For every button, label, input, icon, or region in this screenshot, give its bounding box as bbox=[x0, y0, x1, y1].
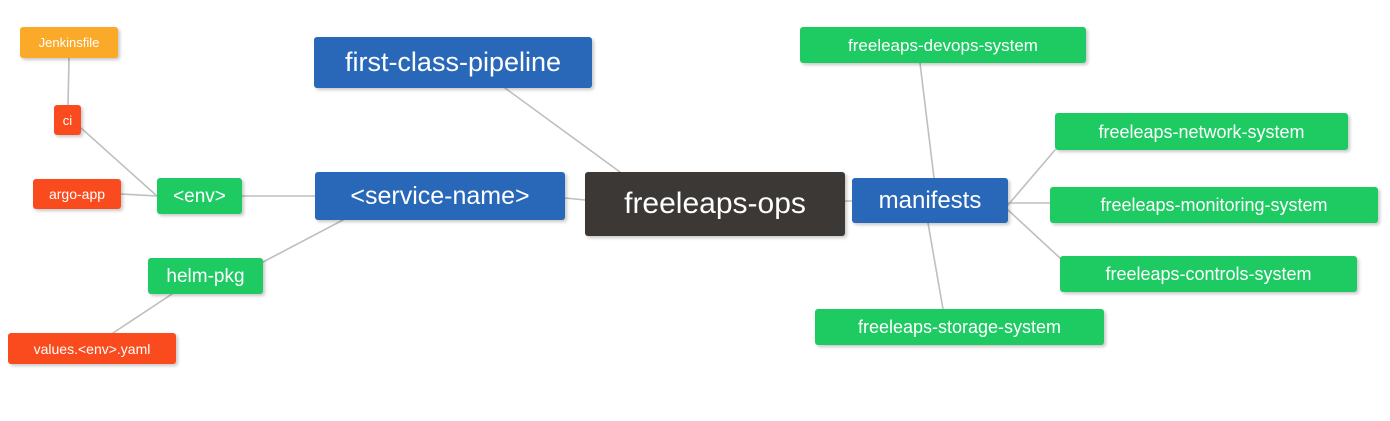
edge-jenkinsfile-to-ci bbox=[67, 57, 70, 106]
edge-storage-system-to-manifests bbox=[927, 222, 944, 310]
mindmap-node-service-name[interactable]: <service-name> bbox=[315, 172, 565, 220]
mindmap-node-manifests[interactable]: manifests bbox=[852, 178, 1008, 223]
edge-network-system-to-manifests bbox=[1007, 149, 1056, 206]
mindmap-node-controls-system[interactable]: freeleaps-controls-system bbox=[1060, 256, 1357, 292]
mindmap-node-env[interactable]: <env> bbox=[157, 178, 242, 214]
mindmap-node-first-class-pipeline[interactable]: first-class-pipeline bbox=[314, 37, 592, 88]
mindmap-node-values-yaml[interactable]: values.<env>.yaml bbox=[8, 333, 176, 364]
edge-devops-system-to-manifests bbox=[919, 62, 935, 179]
mindmap-node-ci[interactable]: ci bbox=[54, 105, 81, 135]
mindmap-node-storage-system[interactable]: freeleaps-storage-system bbox=[815, 309, 1104, 345]
edge-argo-app-to-env bbox=[120, 193, 158, 197]
edge-values-yaml-to-helm-pkg bbox=[112, 293, 173, 334]
edge-service-name-to-freeleaps-ops bbox=[564, 197, 586, 201]
edge-first-class-pipeline-to-freeleaps-ops bbox=[504, 87, 621, 173]
mindmap-node-monitoring-system[interactable]: freeleaps-monitoring-system bbox=[1050, 187, 1378, 223]
mindmap-node-jenkinsfile[interactable]: Jenkinsfile bbox=[20, 27, 118, 58]
mindmap-node-helm-pkg[interactable]: helm-pkg bbox=[148, 258, 263, 294]
mindmap-node-argo-app[interactable]: argo-app bbox=[33, 179, 121, 209]
mindmap-node-devops-system[interactable]: freeleaps-devops-system bbox=[800, 27, 1086, 63]
mindmap-node-network-system[interactable]: freeleaps-network-system bbox=[1055, 113, 1348, 150]
edge-helm-pkg-to-service-name bbox=[262, 219, 344, 263]
mindmap-node-freeleaps-ops[interactable]: freeleaps-ops bbox=[585, 172, 845, 236]
